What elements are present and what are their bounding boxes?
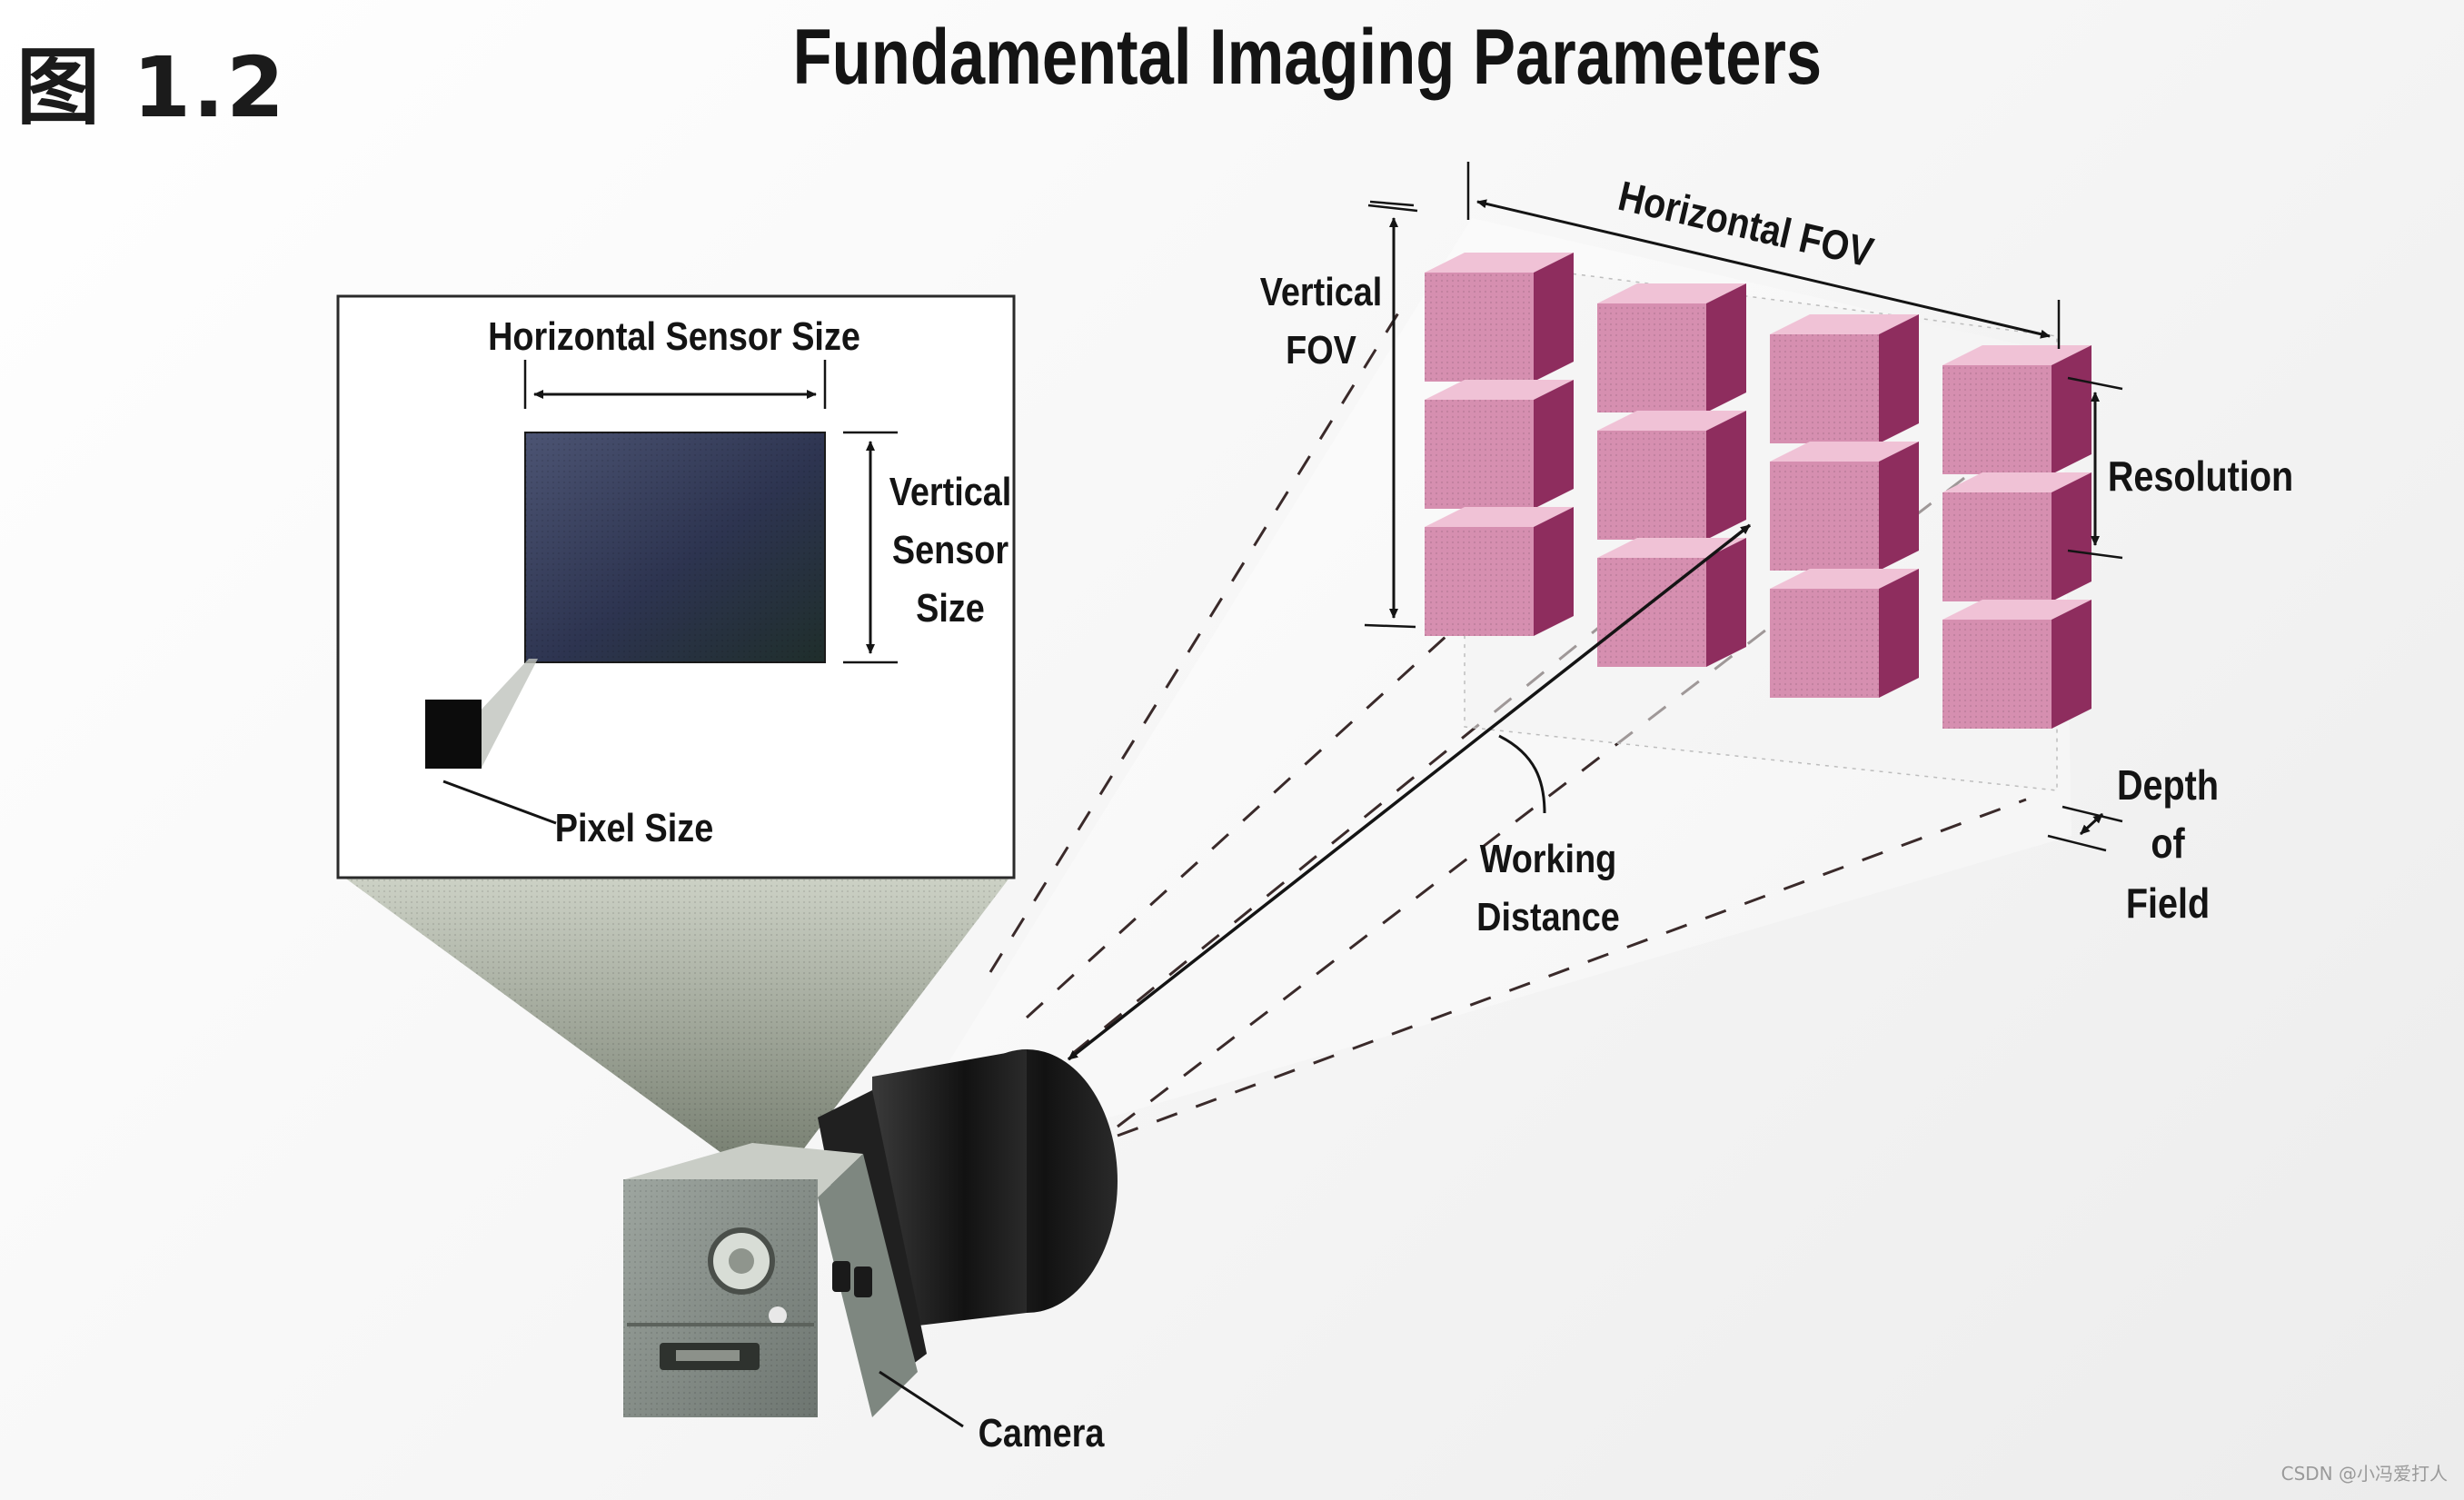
vertical-sensor-size-label-2: Sensor [892,527,1008,571]
cube-1-1 [1425,253,1574,382]
watermark: CSDN @小冯爱打人 [2280,1463,2448,1485]
horizontal-fov-arrow [1476,199,2051,339]
working-distance-label-1: Working [1480,836,1617,880]
camera-label: Camera [979,1410,1106,1455]
working-distance-arrow [1067,523,1752,1061]
camera [623,1049,1118,1417]
pixel [425,700,482,769]
cube-3-4 [1942,600,2091,729]
vertical-sensor-size-label-3: Size [916,585,985,630]
depth-of-field-arrow [2079,812,2104,836]
vertical-fov-label-2: FOV [1286,327,1356,372]
depth-of-field-label-2: of [2151,820,2185,867]
depth-of-field-label-1: Depth [2117,762,2219,809]
vertical-sensor-size-label-1: Vertical [889,469,1012,513]
depth-of-field-label-3: Field [2126,880,2210,927]
pixel-size-label: Pixel Size [555,805,714,849]
cube-2-2 [1597,411,1746,540]
cube-1-2 [1597,283,1746,412]
cube-3-2 [1597,538,1746,667]
cube-2-1 [1425,380,1574,509]
cube-1-4 [1942,345,2091,474]
cube-2-3 [1770,442,1919,571]
figure-number: 图 1.2 [16,39,287,136]
cube-3-1 [1425,507,1574,636]
working-distance-label-2: Distance [1476,894,1620,939]
cube-2-4 [1942,472,2091,601]
cube-3-3 [1770,569,1919,698]
cube-1-3 [1770,314,1919,443]
horizontal-sensor-size-label: Horizontal Sensor Size [488,313,860,358]
resolution-label: Resolution [2108,453,2293,500]
vertical-fov-label-1: Vertical [1260,269,1383,313]
